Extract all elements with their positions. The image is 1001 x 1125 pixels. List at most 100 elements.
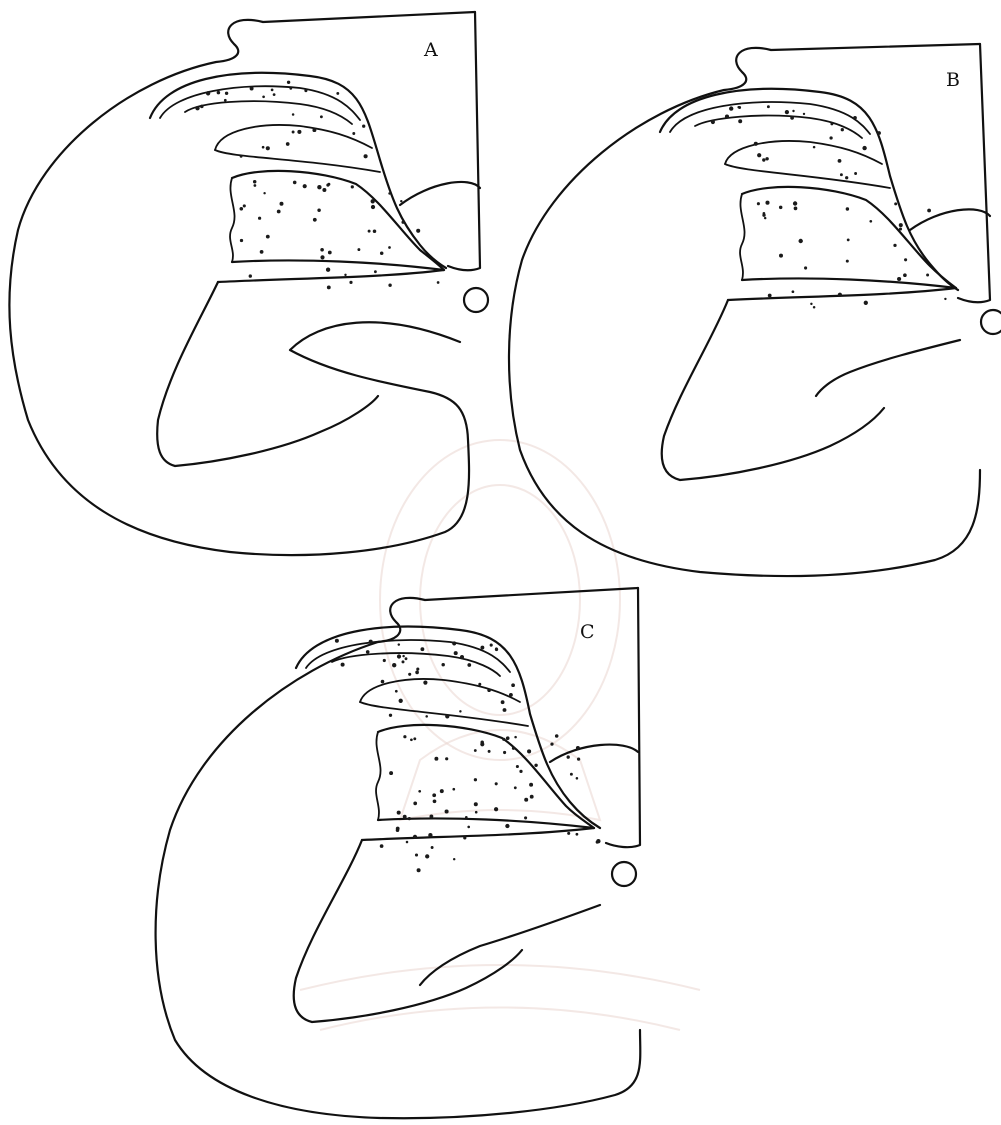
labelled-cell-dot [425,715,428,718]
labelled-cell-dot [381,680,385,684]
labelled-cell-dot [567,755,570,758]
lamina-inner-3 [725,141,882,164]
panel-label-c: C [580,621,595,643]
labelled-cell-dot [813,306,816,309]
labelled-cell-dot [754,142,758,146]
ventral-fissure [420,905,600,985]
labelled-cell-dot [397,811,401,815]
labelled-cell-dot [869,220,872,223]
lamina-inner-2 [185,101,352,124]
labelled-cell-dot [413,737,416,740]
labelled-cell-dot [841,128,844,131]
lamina-inner-2 [695,116,862,138]
labelled-cell-dot [524,816,527,819]
labelled-cell-dot [757,202,760,205]
labelled-cell-dot [402,660,405,663]
labelled-cell-dot [899,227,902,230]
labelled-cell-dot [225,92,228,95]
labelled-cell-dot [830,122,833,125]
labelled-cell-dot [403,815,407,819]
labelled-cell-dot [452,788,455,791]
labelled-cell-dot [371,199,375,203]
outer-contour [509,44,980,576]
labelled-cell-dot [326,184,329,187]
labelled-cell-dot [335,639,339,643]
labelled-cell-dot [380,844,384,848]
labelled-cell-dot [516,765,519,768]
outer-contour [156,588,641,1118]
labelled-cell-dot [505,824,509,828]
labelled-cell-dot [779,254,783,258]
labelled-cell-dot [413,802,417,806]
labelled-cell-dot [369,640,373,644]
labelled-cell-dot [514,786,517,789]
labelled-cell-dot [327,285,331,289]
labelled-cell-dot [304,89,307,92]
deep-dorsal-horn [232,171,444,270]
labelled-cell-dot [292,113,295,116]
labelled-cell-dot [401,221,404,224]
labelled-cell-dot [846,260,849,263]
midline-edge [606,588,640,847]
labelled-cell-dot [445,714,449,718]
labelled-cell-dot [792,290,795,293]
labelled-cell-dot [368,230,371,233]
midline-edge [448,12,480,270]
labelled-cell-dot [352,132,355,135]
lamina-inner-1 [670,102,870,134]
labelled-cell-dot [576,777,579,780]
labelled-cell-dot [488,750,491,753]
labelled-cell-dot [813,146,816,149]
labelled-cell-dot [402,655,404,657]
labelled-cell-dot [514,736,517,739]
labelled-cell-dot [877,131,881,135]
labelled-cell-dot [829,136,832,139]
lamina-inner-1 [306,640,510,672]
labelled-cell-dot [803,113,805,115]
labelled-cell-dot [397,654,401,658]
labelled-cell-dot [349,281,352,284]
labelled-cell-dot [495,782,498,785]
labelled-cell-dot [336,92,339,95]
ventral-fissure [816,340,960,396]
labelled-cell-dot [400,200,402,202]
labelled-cell-dot [534,764,537,767]
labelled-cell-dot [494,807,498,811]
labelled-cell-dot [405,657,408,660]
labelled-cell-dot [927,209,931,213]
labelled-cell-dot [460,655,464,659]
labelled-cell-dot [893,244,896,247]
labelled-cell-dot [445,809,449,813]
labelled-cell-dot [417,868,421,872]
labelled-cell-dot [793,201,797,205]
labelled-cell-dot [250,87,254,91]
labelled-cell-dot [453,858,455,860]
labelled-cell-dot [380,251,384,255]
labelled-cell-dot [303,184,307,188]
labelled-cell-dot [297,130,301,134]
labelled-cell-dot [810,303,812,305]
labelled-cell-dot [410,738,413,741]
labelled-cell-dot [437,281,440,284]
labelled-cell-dot [764,217,766,219]
labelled-cell-dot [768,294,772,298]
labelled-cell-dot [249,274,252,277]
labelled-cell-dot [864,301,868,305]
labelled-cell-dot [762,214,765,217]
labelled-cell-dot [408,817,411,820]
labelled-cell-dot [711,120,715,124]
panel-label-a: A [423,39,438,61]
labelled-cell-dot [277,210,281,214]
section-panel-a: A [9,12,488,555]
labelled-cell-dot [576,833,579,836]
labelled-cell-dot [322,188,326,192]
labelled-cell-dot [320,255,324,259]
labelled-cell-dot [467,826,470,829]
labelled-cell-dot [527,749,531,753]
labelled-cell-dot [413,835,417,839]
gray-border-left [740,194,745,280]
dorsal-column [910,209,990,230]
labelled-cell-dot [364,154,368,158]
labelled-cell-dot [478,683,481,686]
labelled-cell-dot [371,205,375,209]
